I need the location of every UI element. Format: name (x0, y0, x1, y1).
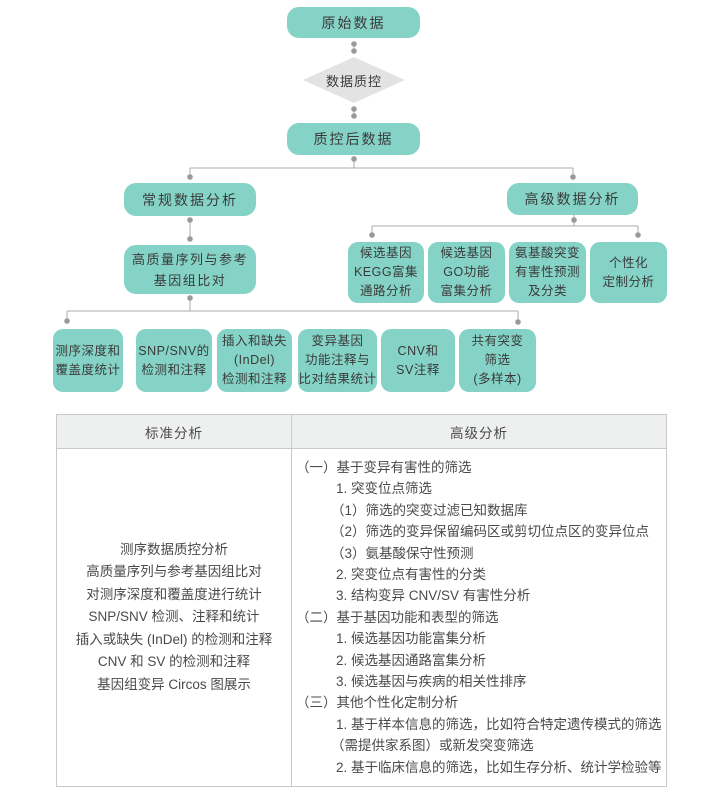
advanced-item: 3. 结构变异 CNV/SV 有害性分析 (336, 588, 531, 604)
advanced-item: （需提供家系图）或新发突变筛选 (331, 738, 534, 754)
advanced-item: （2）筛选的变异保留编码区或剪切位点区的变异位点 (331, 524, 650, 540)
advanced-item: 1. 突变位点筛选 (336, 481, 433, 497)
advanced-item: （三）其他个性化定制分析 (296, 695, 458, 711)
node-kegg-pathway: 候选基因 KEGG富集 通路分析 (348, 242, 424, 303)
decision-data-qc: 数据质控 (303, 57, 405, 103)
advanced-item: （3）氨基酸保守性预测 (331, 545, 474, 561)
advanced-item: 2. 突变位点有害性的分类 (336, 567, 487, 583)
node-advanced-analysis: 高级数据分析 (507, 183, 638, 215)
node-variant-annotation: 变异基因 功能注释与 比对结果统计 (298, 329, 377, 392)
node-depth-coverage: 测序深度和 覆盖度统计 (53, 329, 123, 392)
standard-analysis-cell: 测序数据质控分析 高质量序列与参考基因组比对 对测序深度和覆盖度进行统计 SNP… (57, 449, 292, 786)
analysis-comparison-table: 标准分析 高级分析 测序数据质控分析 高质量序列与参考基因组比对 对测序深度和覆… (56, 414, 667, 787)
standard-item: 高质量序列与参考基因组比对 (86, 564, 262, 580)
standard-item: 对测序深度和覆盖度进行统计 (86, 586, 262, 602)
advanced-item: （1）筛选的突变过滤已知数据库 (331, 502, 528, 518)
node-cnv-sv: CNV和 SV注释 (381, 329, 455, 392)
header-standard-analysis: 标准分析 (57, 415, 292, 448)
advanced-item: 2. 基于临床信息的筛选，比如生存分析、统计学检验等 (336, 759, 662, 775)
table-body: 测序数据质控分析 高质量序列与参考基因组比对 对测序深度和覆盖度进行统计 SNP… (57, 449, 666, 786)
advanced-item: （二）基于基因功能和表型的筛选 (296, 609, 499, 625)
node-custom-analysis: 个性化 定制分析 (590, 242, 667, 303)
node-go-enrichment: 候选基因 GO功能 富集分析 (428, 242, 505, 303)
advanced-item: 2. 候选基因通路富集分析 (336, 652, 487, 668)
advanced-item: （一）基于变异有害性的筛选 (296, 460, 472, 475)
table-header-row: 标准分析 高级分析 (57, 415, 666, 449)
advanced-item: 1. 基于样本信息的筛选，比如符合特定遗传模式的筛选 (336, 716, 662, 732)
advanced-analysis-cell: （一）基于变异有害性的筛选 1. 突变位点筛选 （1）筛选的突变过滤已知数据库 … (292, 449, 666, 786)
standard-item: 测序数据质控分析 (120, 542, 228, 558)
advanced-item: 1. 候选基因功能富集分析 (336, 631, 487, 647)
node-shared-mutation: 共有突变 筛选 (多样本) (459, 329, 536, 392)
advanced-item: 3. 候选基因与疾病的相关性排序 (336, 674, 527, 690)
node-raw-data: 原始数据 (287, 7, 420, 38)
node-post-qc-data: 质控后数据 (287, 123, 420, 155)
node-indel: 插入和缺失 (InDel) 检测和注释 (217, 329, 292, 392)
standard-item: 插入或缺失 (InDel) 的检测和注释 (75, 631, 273, 647)
header-advanced-analysis: 高级分析 (450, 425, 508, 441)
standard-item: 基因组变异 Circos 图展示 (97, 676, 251, 692)
node-regular-analysis: 常规数据分析 (124, 183, 256, 216)
standard-item: CNV 和 SV 的检测和注释 (97, 654, 251, 670)
node-aa-mutation-prediction: 氨基酸突变 有害性预测 及分类 (509, 242, 586, 303)
node-snp-snv: SNP/SNV的 检测和注释 (136, 329, 212, 392)
node-alignment: 高质量序列与参考 基因组比对 (124, 245, 256, 294)
standard-item: SNP/SNV 检测、注释和统计 (88, 609, 260, 625)
